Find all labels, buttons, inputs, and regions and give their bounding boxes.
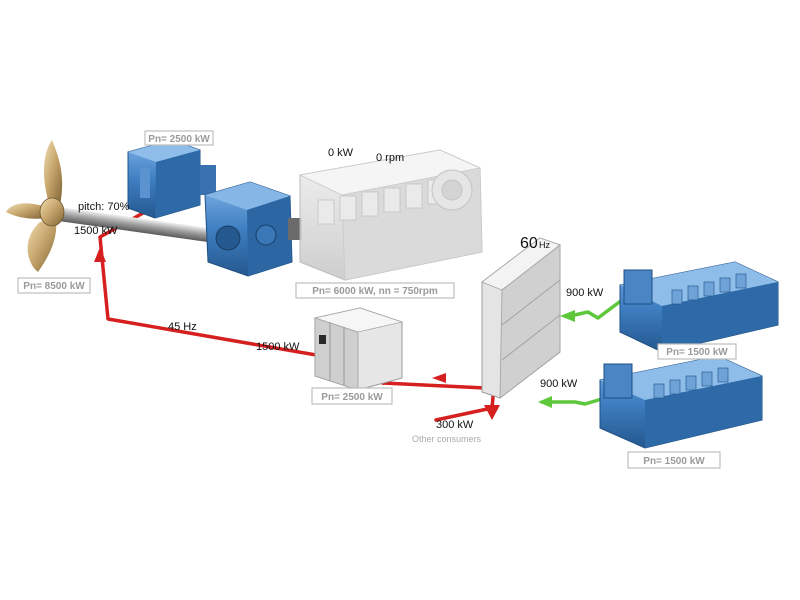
propeller-power-label: 1500 kW <box>74 225 118 237</box>
generator-arrows <box>538 310 575 408</box>
frequency-converter <box>313 307 404 391</box>
arrow-generator-2 <box>538 396 552 408</box>
rating-main-engine-text: Pn= 6000 kW, nn = 750rpm <box>312 286 438 297</box>
rating-generator-2-text: Pn= 1500 kW <box>643 456 705 467</box>
rating-electric-motor-text: Pn= 2500 kW <box>148 134 210 145</box>
propeller <box>6 140 219 272</box>
rating-propeller-text: Pn= 8500 kW <box>23 281 85 292</box>
consumers-power-label: 300 kW <box>436 419 474 431</box>
rating-main-engine: Pn= 6000 kW, nn = 750rpm <box>295 282 455 299</box>
electric-motor <box>127 139 216 219</box>
generator-power-lines <box>540 298 624 406</box>
propeller-blade-bottom <box>27 220 57 272</box>
propeller-shaft <box>43 204 219 244</box>
propeller-blade-left <box>6 203 46 219</box>
switchboard-to-converter-line <box>381 381 487 390</box>
electric-arrows <box>94 247 500 420</box>
generator-2-power-label: 900 kW <box>540 378 578 390</box>
gearbox <box>204 181 302 277</box>
arrow-to-consumers <box>484 405 500 420</box>
generator-2-line <box>540 396 607 406</box>
propeller-hub <box>39 197 65 227</box>
generator-set-1 <box>619 261 779 353</box>
arrow-to-motor <box>94 247 106 262</box>
propeller-blade-top <box>43 140 63 205</box>
generator-1-power-label: 900 kW <box>566 287 604 299</box>
main-engine <box>298 149 483 281</box>
converter-power-label: 1500 kW <box>256 341 300 353</box>
rating-converter-text: Pn= 2500 kW <box>321 392 383 403</box>
arrow-generator-1 <box>560 310 575 322</box>
rating-electric-motor: Pn= 2500 kW <box>144 130 214 146</box>
rating-generator-1-text: Pn= 1500 kW <box>666 347 728 358</box>
pitch-label: pitch: 70% <box>78 201 130 213</box>
engine-power-readout: 0 kW <box>328 147 354 159</box>
rating-propeller: Pn= 8500 kW <box>17 277 91 294</box>
rating-generator-2: Pn= 1500 kW <box>627 451 721 469</box>
switchboard-frequency-unit: Hz <box>539 240 550 250</box>
consumers-label: Other consumers <box>412 434 482 444</box>
switchboard-frequency-value: 60 <box>520 235 538 252</box>
converter-frequency-label: 45 Hz <box>168 321 197 333</box>
engine-speed-readout: 0 rpm <box>376 152 404 164</box>
main-switchboard <box>481 237 561 399</box>
arrow-to-converter <box>432 373 446 383</box>
rating-generator-1: Pn= 1500 kW <box>657 343 737 360</box>
generator-set-2 <box>599 355 763 449</box>
generator-1-line <box>568 298 624 320</box>
rating-converter: Pn= 2500 kW <box>311 387 393 405</box>
